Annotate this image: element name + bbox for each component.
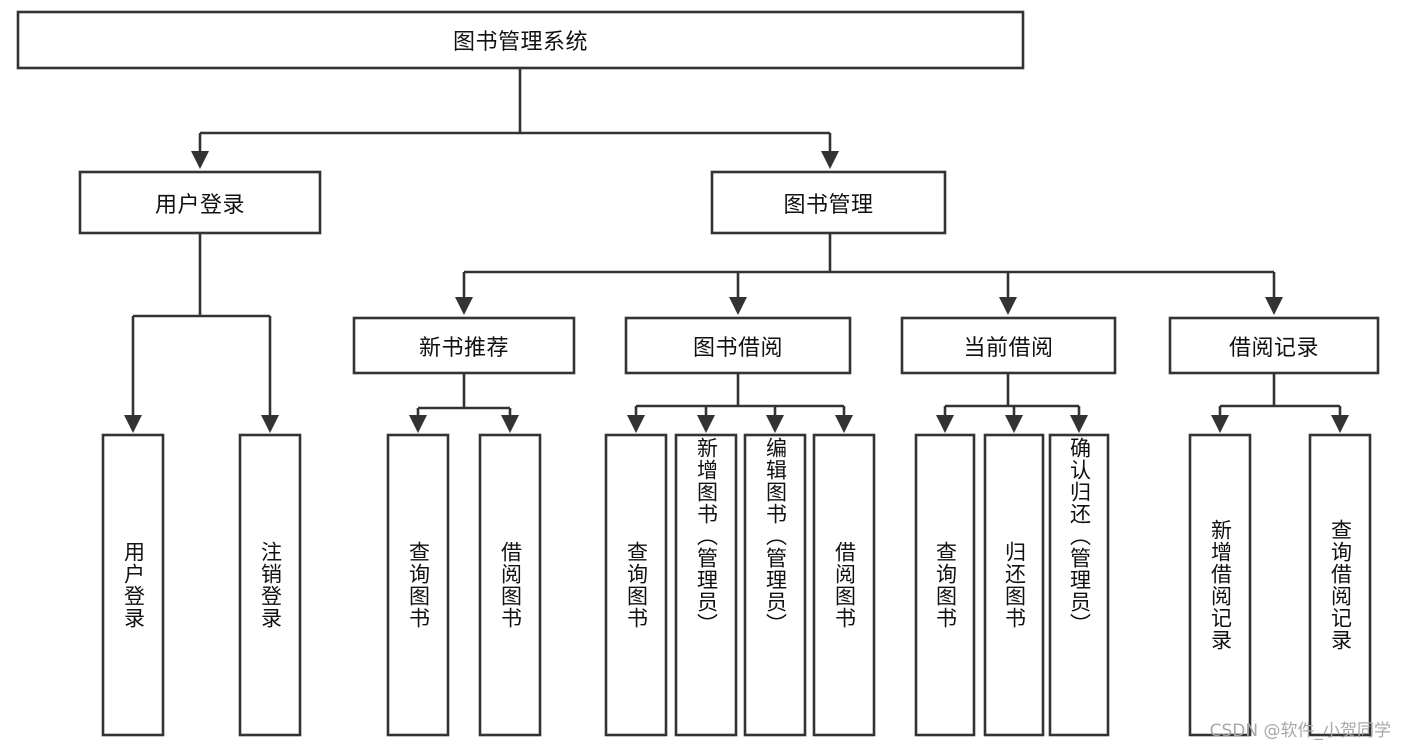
leaf-box-add-book-admin[interactable]: [674, 433, 738, 737]
node-root-box[interactable]: [16, 10, 1025, 70]
leaf-box-add-borrow-record[interactable]: [1188, 433, 1252, 737]
leaf-box-edit-book-admin[interactable]: [743, 433, 807, 737]
leaf-box-query-book-newbook[interactable]: [386, 433, 450, 737]
node-boxes: [16, 10, 1380, 737]
leaf-box-return-book[interactable]: [983, 433, 1045, 737]
leaf-box-confirm-return-admin[interactable]: [1048, 433, 1110, 737]
connector-group: [123, 68, 1350, 434]
node-borrow-record-box[interactable]: [1168, 316, 1380, 375]
leaf-box-user-login[interactable]: [101, 433, 165, 737]
leaf-box-borrow-book-newbook[interactable]: [478, 433, 542, 737]
leaf-box-logout[interactable]: [238, 433, 302, 737]
node-book-management-box[interactable]: [710, 170, 947, 235]
leaf-box-query-borrow-record[interactable]: [1308, 433, 1372, 737]
leaf-box-query-book-current[interactable]: [914, 433, 976, 737]
leaf-box-query-book-borrow[interactable]: [604, 433, 668, 737]
node-book-borrow-box[interactable]: [624, 316, 852, 375]
node-current-borrow-box[interactable]: [900, 316, 1117, 375]
node-new-book-recommend-box[interactable]: [352, 316, 576, 375]
node-user-login-box[interactable]: [78, 170, 322, 235]
leaf-box-borrow-book[interactable]: [812, 433, 876, 737]
